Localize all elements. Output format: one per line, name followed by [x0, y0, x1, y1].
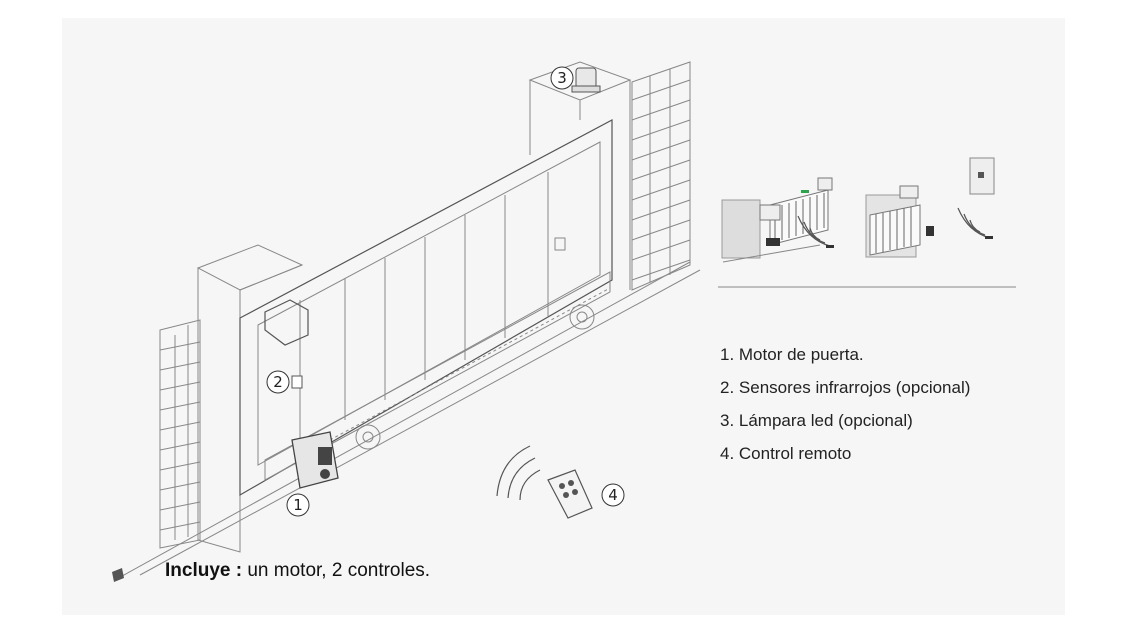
signal-waves-icon	[957, 207, 993, 239]
remote-control-icon	[547, 469, 593, 519]
ground-line	[114, 261, 691, 581]
diagram-panel	[62, 18, 1065, 615]
left-pillar	[196, 244, 304, 553]
svg-text:2: 2	[273, 373, 283, 391]
includes-text: un motor, 2 controles.	[242, 560, 431, 581]
gate-wheel	[569, 304, 595, 330]
legend-item-remote: 4. Control remoto	[720, 444, 852, 463]
includes-label: Incluye :	[165, 560, 243, 581]
legend-list: 1. Motor de puerta. 2. Sensores infrarro…	[720, 338, 970, 470]
callout-4: 4	[601, 483, 625, 507]
signal-waves-icon	[797, 215, 834, 248]
svg-text:1: 1	[293, 496, 303, 514]
left-brick-wall	[159, 319, 201, 549]
callout-3: 3	[550, 66, 574, 90]
right-pillar	[528, 61, 632, 290]
svg-text:4: 4	[608, 486, 618, 504]
thumbnail-sensor	[969, 157, 995, 195]
legend-item-motor: 1. Motor de puerta.	[720, 345, 864, 364]
callout-1: 1	[286, 493, 310, 517]
legend-item-lamp: 3. Lámpara led (opcional)	[720, 411, 913, 430]
gate-wheel	[355, 424, 381, 450]
right-brick-wall	[631, 61, 691, 291]
sensor-icon	[291, 375, 303, 389]
motor-icon	[291, 431, 339, 489]
thumbnail-gate-closed	[865, 185, 934, 258]
svg-text:3: 3	[557, 69, 567, 87]
legend-item-sensors: 2. Sensores infrarrojos (opcional)	[720, 378, 971, 397]
callout-2: 2	[266, 370, 290, 394]
sliding-gate	[239, 119, 613, 497]
signal-waves-icon	[496, 445, 541, 501]
lamp-icon	[571, 67, 601, 93]
includes-line: Incluye : un motor, 2 controles.	[165, 560, 430, 582]
thumbnail-gate-open	[721, 177, 833, 263]
